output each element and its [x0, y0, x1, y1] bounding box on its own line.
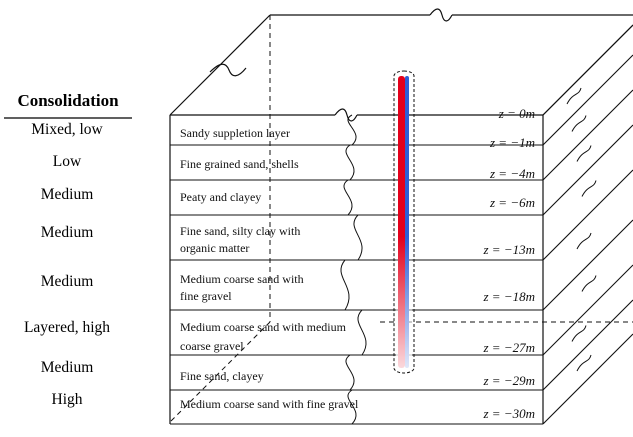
layer-side-edge: [542, 219, 633, 311]
pipe-fade-overlay: [396, 76, 412, 368]
side-face-break: [571, 115, 587, 132]
consolidation-label: High: [52, 391, 83, 408]
layer-description: Fine sand, clayey: [180, 369, 264, 383]
top-face-break: [209, 63, 247, 77]
front-face-break: [347, 389, 357, 425]
layer-description: Sandy suppletion layer: [180, 126, 290, 140]
depth-label: z = −18m: [483, 289, 536, 304]
side-face-break: [576, 354, 592, 372]
layer-description: Fine sand, silty clay with: [180, 224, 300, 238]
front-face-break: [353, 214, 363, 261]
side-face-break: [571, 325, 587, 342]
pipe-outline: [393, 70, 415, 374]
front-face-break: [347, 114, 357, 146]
depth-labels: z = 0m z = −1m z = −4m z = −6m z = −13m z = −…: [483, 106, 536, 421]
depth-label: z = −6m: [489, 195, 535, 210]
depth-label: z = −30m: [483, 406, 536, 421]
front-face-break: [343, 179, 353, 216]
consolidation-label: Layered, high: [24, 319, 110, 336]
front-face-break: [345, 144, 355, 181]
depth-label: z = −4m: [489, 166, 535, 181]
layer-description: coarse gravel: [180, 339, 244, 353]
front-face-break: [357, 309, 367, 356]
layer-description: Medium coarse sand with medium: [180, 320, 347, 334]
side-face-break: [576, 145, 592, 162]
layer-side-edge: [542, 89, 633, 181]
consolidation-labels: Mixed, lowLowMediumMediumMediumLayered, …: [24, 121, 110, 408]
consolidation-title: Consolidation: [17, 91, 119, 110]
consolidation-label: Medium: [41, 273, 94, 290]
front-face-break: [340, 259, 350, 311]
side-face-break: [581, 180, 597, 197]
layer-side-edge: [542, 24, 633, 116]
depth-label: z = −1m: [489, 135, 535, 150]
layer-description: organic matter: [180, 241, 249, 255]
side-face-break: [566, 87, 582, 105]
depth-label: z = −27m: [483, 340, 536, 355]
layer-side-edge: [542, 54, 633, 146]
layer-description: Peaty and clayey: [180, 190, 261, 204]
side-face-break: [581, 275, 597, 292]
consolidation-label: Medium: [41, 224, 94, 241]
consolidation-label: Medium: [41, 359, 94, 376]
depth-label: z = 0m: [498, 106, 535, 121]
depth-label: z = −29m: [483, 373, 536, 388]
front-face-break: [345, 354, 355, 391]
layer-description: Medium coarse sand with: [180, 272, 304, 286]
borehole-pipe: [393, 70, 415, 374]
depth-label: z = −13m: [483, 242, 536, 257]
consolidation-label: Mixed, low: [31, 121, 103, 138]
hidden-edges: [169, 15, 633, 423]
consolidation-label: Low: [53, 153, 82, 170]
block-front-edges: [169, 115, 544, 424]
layer-description: fine gravel: [180, 289, 232, 303]
layer-boundaries: [170, 24, 633, 425]
layer-side-edge: [542, 169, 633, 261]
layer-side-edge: [542, 264, 633, 356]
layer-side-edge: [542, 124, 633, 216]
layer-description: Medium coarse sand with fine gravel: [180, 397, 359, 411]
layer-description: Fine grained sand, shells: [180, 157, 299, 171]
side-face-break: [576, 232, 592, 250]
layer-side-edge: [542, 299, 633, 391]
consolidation-label: Medium: [41, 186, 94, 203]
layer-side-edge: [542, 333, 633, 425]
